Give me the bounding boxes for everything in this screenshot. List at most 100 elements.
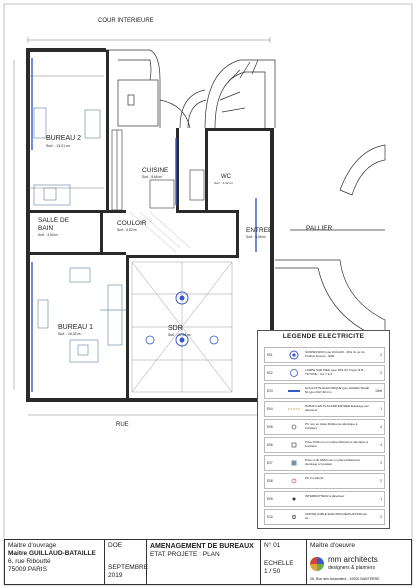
floor-lamp-icon <box>287 368 301 378</box>
tb-scale-value: 1 / 50 <box>264 568 281 575</box>
label-bain: BAIN <box>38 225 53 232</box>
tb-moe-addr: 26, Rue des Amandiers - 92000 NANTERRE <box>310 577 380 581</box>
legend-code: E08 <box>267 479 273 483</box>
kitchen-fixtures <box>111 129 205 211</box>
legend-code: E07 <box>267 461 273 465</box>
legend-qty: 2 <box>380 515 382 519</box>
legend-code: E03 <box>267 389 273 393</box>
label-bureau2: BUREAU 2 <box>46 135 81 142</box>
label-cuisine: CUISINE <box>142 167 169 174</box>
legend-qty: 2 <box>380 371 382 375</box>
legend-row: E02 LAMPE SUR PIED type TRILUX Trigon R-B… <box>264 365 385 381</box>
legend-desc: INTERRUPTEUR à détecteur <box>305 494 345 498</box>
tb-moe-name: mm architects <box>328 555 378 564</box>
legend-title: LEGENDE ELECTRICITE <box>282 333 365 340</box>
tb-date-year: 2019 <box>108 572 123 579</box>
label-bureau2-surf: Surf. : 13,01 m² <box>46 144 71 148</box>
label-sdr: SDR <box>168 325 183 332</box>
label-wc: WC <box>221 174 232 180</box>
tb-phase-cell: DOE SEPTEMBRE 2019 <box>105 540 148 584</box>
legend-desc: SORTIE CABLE ELECTRIQUE/PLAFOND par ex. <box>305 512 367 520</box>
legend-code: E06 <box>267 443 273 447</box>
label-bureau1: BUREAU 1 <box>58 324 93 331</box>
tb-client-name: Maitre GUILLAUD-BATAILLE <box>8 550 96 557</box>
sdr-light-fixtures <box>145 291 219 347</box>
legend-desc: SUSPENSION type OCCHIO - Mini 4x up 4x -… <box>305 350 367 358</box>
tb-address-2: 75009 PARIS <box>8 566 47 573</box>
tb-sheet-cell: N° 01 ECHELLE 1 / 50 <box>261 540 307 584</box>
tb-address-1: 6, rue Riboutté <box>8 558 51 565</box>
label-entree-surf: Surf. : 5,66 m² <box>246 235 266 239</box>
sheet-border <box>3 3 413 586</box>
dimension-lines <box>13 37 271 416</box>
sdr-ceiling-grid <box>131 261 233 393</box>
couloir-hatch <box>129 211 191 253</box>
legend-qty: 4 <box>380 443 382 447</box>
legend-row: E06 Prise RJ45 non en place Référence ide… <box>264 437 385 453</box>
legend-desc: Prise multi HDMI non en place Référence … <box>305 458 361 466</box>
bureau2-furniture <box>33 107 101 206</box>
label-salle-surf: Surf. : 3,60 m² <box>38 233 58 237</box>
legend-row: E10 SORTIE CABLE ELECTRIQUE/PLAFOND par e… <box>264 509 385 525</box>
tb-moe-label: Maître d'oeuvre <box>310 542 355 549</box>
legend-qty: 1 <box>380 407 382 411</box>
blue-accent-lines <box>31 58 257 392</box>
label-rue: RUE <box>116 422 129 428</box>
legend-qty: 2 <box>380 353 382 357</box>
legend-qty: 2 <box>380 479 382 483</box>
label-pallier: PALLIER <box>306 225 333 232</box>
legend-desc: PC 2 endroits <box>305 476 324 480</box>
suspension-icon <box>287 350 301 360</box>
legend-desc: Prise RJ45 non en place Référence identi… <box>305 440 368 448</box>
label-couloir-surf: Surf. : 6,52 m² <box>117 228 137 232</box>
tb-scale-label: ECHELLE <box>264 560 294 567</box>
tb-project-sub: ETAT PROJETE : PLAN <box>150 551 220 558</box>
legend-desc: RUBAN LED PLACARD ENTREE Eclairage par d… <box>305 404 369 412</box>
mm-logo-icon <box>310 557 324 571</box>
legend-qty: 4 <box>380 425 382 429</box>
legend-qty: 2 <box>380 461 382 465</box>
legend-row: E05 PC non en place Référence identique à… <box>264 419 385 435</box>
legend-desc: LAMPE SUR PIED type TRILUX Trigon R-B - … <box>305 368 366 376</box>
legend-row: E08 PC 2 endroits 2 <box>264 473 385 489</box>
legend-desc: PC non en place Référence identique à l'… <box>305 422 358 430</box>
staircase <box>179 59 386 341</box>
legend-qty: 1 <box>380 497 382 501</box>
label-sdr-surf: Surf. : 17,51 m² <box>168 333 192 337</box>
courtyard-structure <box>106 49 191 129</box>
legend-row: E07 Prise multi HDMI non en place Référen… <box>264 455 385 471</box>
legend-row: E03 GOULOTTE ELECTRIQUE type HAGER Tehali… <box>264 383 385 399</box>
trunking-icon <box>287 386 301 396</box>
tb-project-title: AMENAGEMENT DE BUREAUX <box>150 543 254 550</box>
legend-row: E09 INTERRUPTEUR à détecteur 1 <box>264 491 385 507</box>
legend-desc: GOULOTTE ELECTRIQUE type HAGER Tehalit 5… <box>305 386 369 394</box>
walls <box>26 48 274 408</box>
rj45-icon <box>287 440 301 450</box>
legend-code: E01 <box>267 353 273 357</box>
legend-code: E10 <box>267 515 273 519</box>
legend-code: E05 <box>267 425 273 429</box>
legend-code: E02 <box>267 371 273 375</box>
label-salle-de: SALLE DE <box>38 217 70 224</box>
legend-qty: 10ml <box>375 389 382 393</box>
label-cour: COUR INTERIEURE <box>98 18 154 24</box>
led-strip-icon <box>287 404 301 414</box>
label-bureau1-surf: Surf. : 16,32 m² <box>58 332 82 336</box>
switch-icon <box>287 494 301 504</box>
tb-moe-cell: Maître d'oeuvre mm architects designers … <box>307 540 413 584</box>
legend-code: E09 <box>267 497 273 501</box>
room-labels: COUR INTERIEURE BUREAU 2 Surf. : 13,01 m… <box>38 18 333 428</box>
label-wc-surf: Surf. : 1,22 m² <box>214 181 233 185</box>
tb-phase: DOE <box>108 542 123 549</box>
tb-project-cell: AMENAGEMENT DE BUREAUX ETAT PROJETE : PL… <box>147 540 261 584</box>
cable-outlet-icon <box>287 512 301 522</box>
legend-row: E01 SUSPENSION type OCCHIO - Mini 4x up 4… <box>264 347 385 363</box>
tb-client-cell: Maitre d'ouvrage Maitre GUILLAUD-BATAILL… <box>5 540 105 584</box>
label-entree: ENTREE <box>246 227 273 234</box>
title-block: Maitre d'ouvrage Maitre GUILLAUD-BATAILL… <box>4 539 412 585</box>
tb-maitre-ouvrage-label: Maitre d'ouvrage <box>8 542 57 549</box>
hdmi-icon <box>287 458 301 468</box>
electric-legend: LEGENDE ELECTRICITE E01 SUSPENSION type O… <box>257 330 390 529</box>
